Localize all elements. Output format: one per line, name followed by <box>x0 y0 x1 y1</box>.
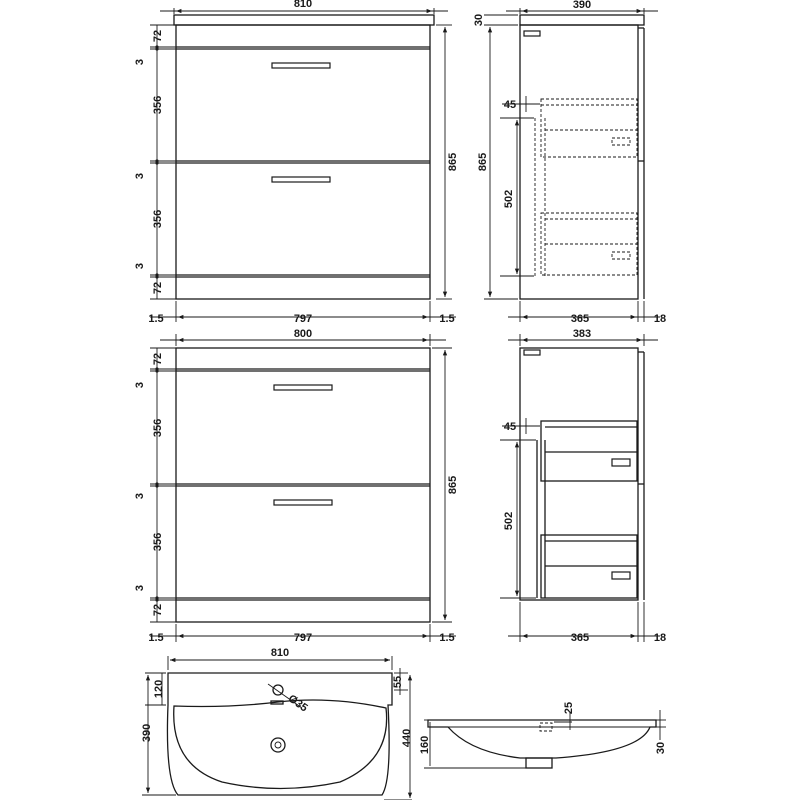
drawer-handle <box>273 384 333 391</box>
dim-gap: 3 <box>134 59 146 65</box>
overflow-slot <box>270 700 284 705</box>
dim-depth: 383 <box>573 328 591 340</box>
dim-carcass: 365 <box>571 313 589 325</box>
basin-side-view: 25 160 30 <box>419 702 667 769</box>
dim-worktop: 30 <box>473 14 485 26</box>
waste-stub <box>525 757 553 769</box>
dim-side-left: 1.5 <box>148 632 163 644</box>
dim-rim: 55 <box>392 676 404 688</box>
dim-width: 810 <box>271 647 289 659</box>
drawer-handle <box>271 176 331 183</box>
side-view-middle: 383 45 502 365 18 <box>500 328 666 644</box>
dim-height: 865 <box>447 153 459 171</box>
dim-overall: 440 <box>401 729 413 747</box>
dim-base: 30 <box>655 742 667 754</box>
dim-gap: 3 <box>134 382 146 388</box>
waste-outlet <box>270 737 286 753</box>
worktop <box>173 14 435 26</box>
dim-top: 72 <box>152 30 164 42</box>
dim-height: 865 <box>477 153 489 171</box>
dim-height: 160 <box>419 736 431 754</box>
dim-drawer: 356 <box>152 210 164 228</box>
dim-offset: 45 <box>504 99 516 111</box>
basin-bowl <box>173 699 388 790</box>
dim-side-left: 1.5 <box>148 313 163 325</box>
drawer-box <box>540 98 638 158</box>
front-view-middle: 800 72 3 356 3 356 3 72 865 1.5 797 1.5 <box>134 328 459 644</box>
dim-offset: 45 <box>504 421 516 433</box>
dim-drawer: 356 <box>152 419 164 437</box>
dim-gap: 3 <box>134 263 146 269</box>
dim-door: 18 <box>654 313 666 325</box>
dim-tap-zone: 120 <box>153 680 165 698</box>
basin-plan-view: Ø35 810 120 390 55 440 <box>141 647 413 800</box>
dim-door: 18 <box>654 632 666 644</box>
dim-top: 72 <box>152 353 164 365</box>
dim-gap: 3 <box>134 585 146 591</box>
tap-hole <box>272 684 284 696</box>
dim-plinth: 72 <box>152 604 164 616</box>
dim-drawer-height: 502 <box>503 512 515 530</box>
dim-carcass: 365 <box>571 632 589 644</box>
dim-side-right: 1.5 <box>439 313 454 325</box>
basin-outline <box>166 672 393 796</box>
side-view-top: 390 30 865 45 502 365 18 <box>473 0 666 325</box>
dim-width: 800 <box>294 328 312 340</box>
dim-inner: 797 <box>294 632 312 644</box>
cabinet-side <box>519 347 639 601</box>
dim-side-right: 1.5 <box>439 632 454 644</box>
front-view-top: 810 72 3 356 3 356 3 72 865 1.5 <box>134 0 459 325</box>
dim-drawer: 356 <box>152 533 164 551</box>
dim-height: 865 <box>447 476 459 494</box>
dim-tap-hole: Ø35 <box>286 693 310 715</box>
dim-depth: 390 <box>141 724 153 742</box>
dim-depth: 390 <box>573 0 591 11</box>
cabinet-body <box>175 24 431 300</box>
worktop-side <box>519 14 645 26</box>
dim-overflow: 25 <box>563 702 575 714</box>
dim-drawer-height: 502 <box>503 190 515 208</box>
basin-profile <box>427 719 657 759</box>
dim-gap: 3 <box>134 173 146 179</box>
drawer-box <box>540 420 638 482</box>
dim-inner: 797 <box>294 313 312 325</box>
dim-drawer: 356 <box>152 96 164 114</box>
dim-plinth: 72 <box>152 282 164 294</box>
drawer-handle <box>271 62 331 69</box>
dim-gap: 3 <box>134 493 146 499</box>
dim-width: 810 <box>294 0 312 10</box>
cabinet-side <box>519 24 639 300</box>
drawer-handle <box>273 499 333 506</box>
cabinet-body <box>175 347 431 623</box>
